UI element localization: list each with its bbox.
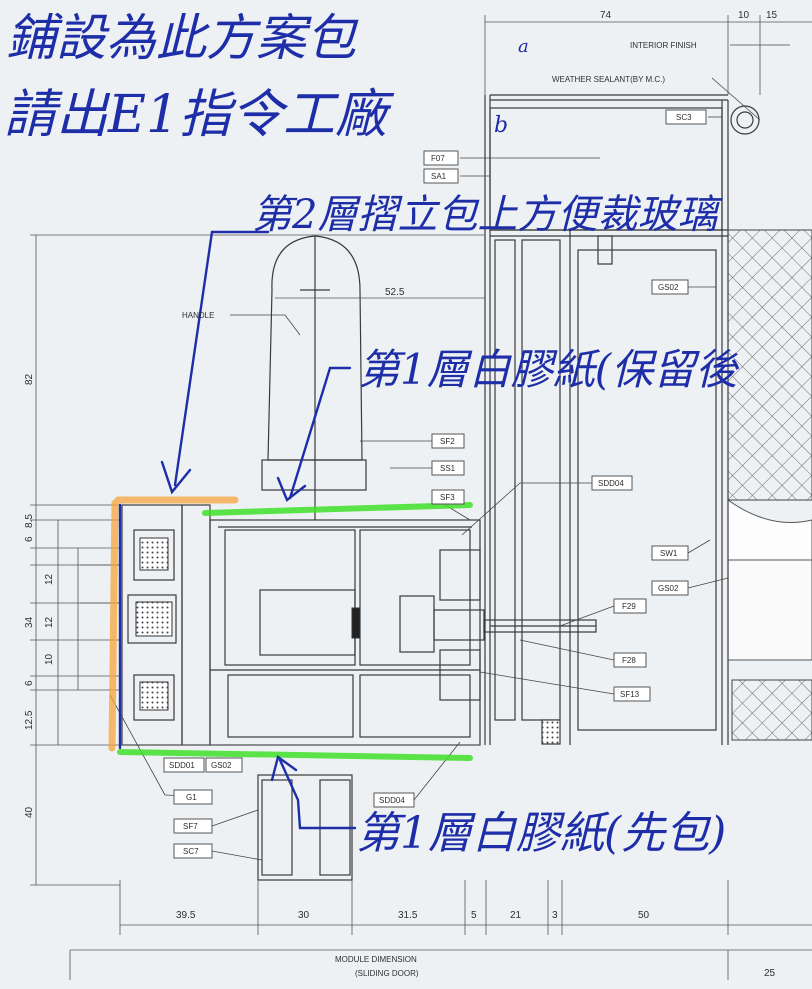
tag-sdd01: SDD01	[163, 757, 205, 773]
svg-text:SF3: SF3	[440, 493, 455, 502]
label-weather-sealant: WEATHER SEALANT(BY M.C.)	[552, 75, 665, 84]
handwriting-arrows	[118, 230, 357, 830]
orange-highlight	[108, 496, 239, 752]
svg-text:74: 74	[600, 10, 612, 21]
tag-f07: F07	[423, 150, 459, 166]
tag-sdd04-right: SDD04	[591, 475, 633, 491]
svg-text:SC3: SC3	[676, 113, 692, 122]
tag-sc7: SC7	[173, 843, 213, 859]
part-tags: SC3 F07 SA1 GS02 SF2 SS1 SF3 SDD04 SW1 G…	[163, 109, 707, 859]
handwritten-line-2: 請出E1指令工廠	[4, 85, 395, 145]
svg-text:F29: F29	[622, 602, 636, 611]
arrow-layer1-bottom	[270, 755, 357, 830]
note-layer-2: 第2層摺立包上方便裁玻璃	[252, 192, 723, 238]
svg-text:12: 12	[44, 573, 55, 585]
note-layer-1-bottom: 第1層白膠紙(先包)	[356, 808, 726, 859]
highlights	[108, 496, 473, 761]
svg-text:12.5: 12.5	[24, 710, 35, 730]
svg-text:F07: F07	[431, 154, 445, 163]
svg-text:40: 40	[24, 806, 35, 818]
dimension-numbers: 74 10 15 52.5 82 8.5 6 12 34 12 10 6 12.…	[24, 10, 778, 979]
green-highlight-top	[202, 502, 473, 516]
svg-text:39.5: 39.5	[176, 910, 196, 921]
label-interior-finish: INTERIOR FINISH	[630, 41, 697, 50]
tag-sa1: SA1	[423, 168, 459, 184]
tag-sf2: SF2	[431, 433, 465, 449]
svg-text:52.5: 52.5	[385, 287, 405, 298]
dimension-lines	[30, 15, 812, 980]
callout-labels: INTERIOR FINISH WEATHER SEALANT(BY M.C.)…	[182, 41, 697, 978]
handwritten-line-1: 鋪設為此方案包	[6, 9, 359, 67]
svg-text:SA1: SA1	[431, 172, 447, 181]
frame-profiles	[121, 94, 760, 881]
green-highlight-bottom	[117, 749, 473, 761]
label-module-dimension: MODULE DIMENSION	[335, 955, 417, 964]
svg-text:50: 50	[638, 910, 650, 921]
svg-text:SDD04: SDD04	[598, 479, 624, 488]
svg-text:34: 34	[24, 616, 35, 628]
svg-text:G1: G1	[186, 793, 197, 802]
tag-sf7: SF7	[173, 818, 213, 834]
svg-text:GS02: GS02	[211, 761, 232, 770]
svg-text:15: 15	[766, 10, 778, 21]
svg-text:SW1: SW1	[660, 549, 678, 558]
handwritten-mark-b: b	[494, 113, 508, 138]
svg-text:12: 12	[44, 616, 55, 628]
tag-ss1: SS1	[431, 460, 465, 476]
svg-text:31.5: 31.5	[398, 910, 418, 921]
arrow-layer2	[160, 230, 270, 495]
svg-text:GS02: GS02	[658, 584, 679, 593]
svg-text:25: 25	[764, 968, 776, 979]
svg-text:SC7: SC7	[183, 847, 199, 856]
svg-text:21: 21	[510, 910, 522, 921]
svg-text:5: 5	[471, 910, 477, 921]
wall-section	[727, 229, 812, 741]
svg-text:6: 6	[24, 536, 35, 542]
arrow-layer1-top	[276, 366, 352, 502]
tag-sc3: SC3	[665, 109, 707, 125]
handwritten-notes: 鋪設為此方案包 請出E1指令工廠 a b 第2層摺立包上方便裁玻璃 第1層白膠紙…	[4, 9, 740, 859]
tag-gs02-top: GS02	[651, 279, 689, 295]
handwritten-mark-a: a	[518, 36, 529, 57]
tag-sdd04-bottom: SDD04	[373, 792, 415, 808]
label-handle: HANDLE	[182, 311, 214, 320]
tag-g1: G1	[173, 789, 213, 805]
tag-sw1: SW1	[651, 545, 689, 561]
svg-text:82: 82	[24, 373, 35, 385]
note-layer-1-top: 第1層白膠紙(保留後	[358, 345, 740, 394]
svg-text:SF7: SF7	[183, 822, 198, 831]
tag-gs02-bottom: GS02	[205, 757, 243, 773]
svg-text:SF13: SF13	[620, 690, 640, 699]
label-sliding-door: (SLIDING DOOR)	[355, 969, 419, 978]
tag-sf13: SF13	[613, 686, 651, 702]
svg-text:SF2: SF2	[440, 437, 455, 446]
svg-text:SDD01: SDD01	[169, 761, 195, 770]
svg-text:30: 30	[298, 910, 310, 921]
seal-strips	[135, 537, 361, 711]
svg-text:3: 3	[552, 910, 558, 921]
svg-text:10: 10	[738, 10, 750, 21]
svg-text:10: 10	[44, 653, 55, 665]
tag-sf3: SF3	[431, 489, 465, 505]
svg-text:SS1: SS1	[440, 464, 456, 473]
svg-text:F28: F28	[622, 656, 636, 665]
tag-f28: F28	[613, 652, 647, 668]
svg-text:6: 6	[24, 680, 35, 686]
tag-f29: F29	[613, 598, 647, 614]
tag-gs02-right: GS02	[651, 580, 689, 596]
svg-text:SDD04: SDD04	[379, 796, 405, 805]
svg-text:8.5: 8.5	[24, 514, 35, 528]
svg-text:GS02: GS02	[658, 283, 679, 292]
